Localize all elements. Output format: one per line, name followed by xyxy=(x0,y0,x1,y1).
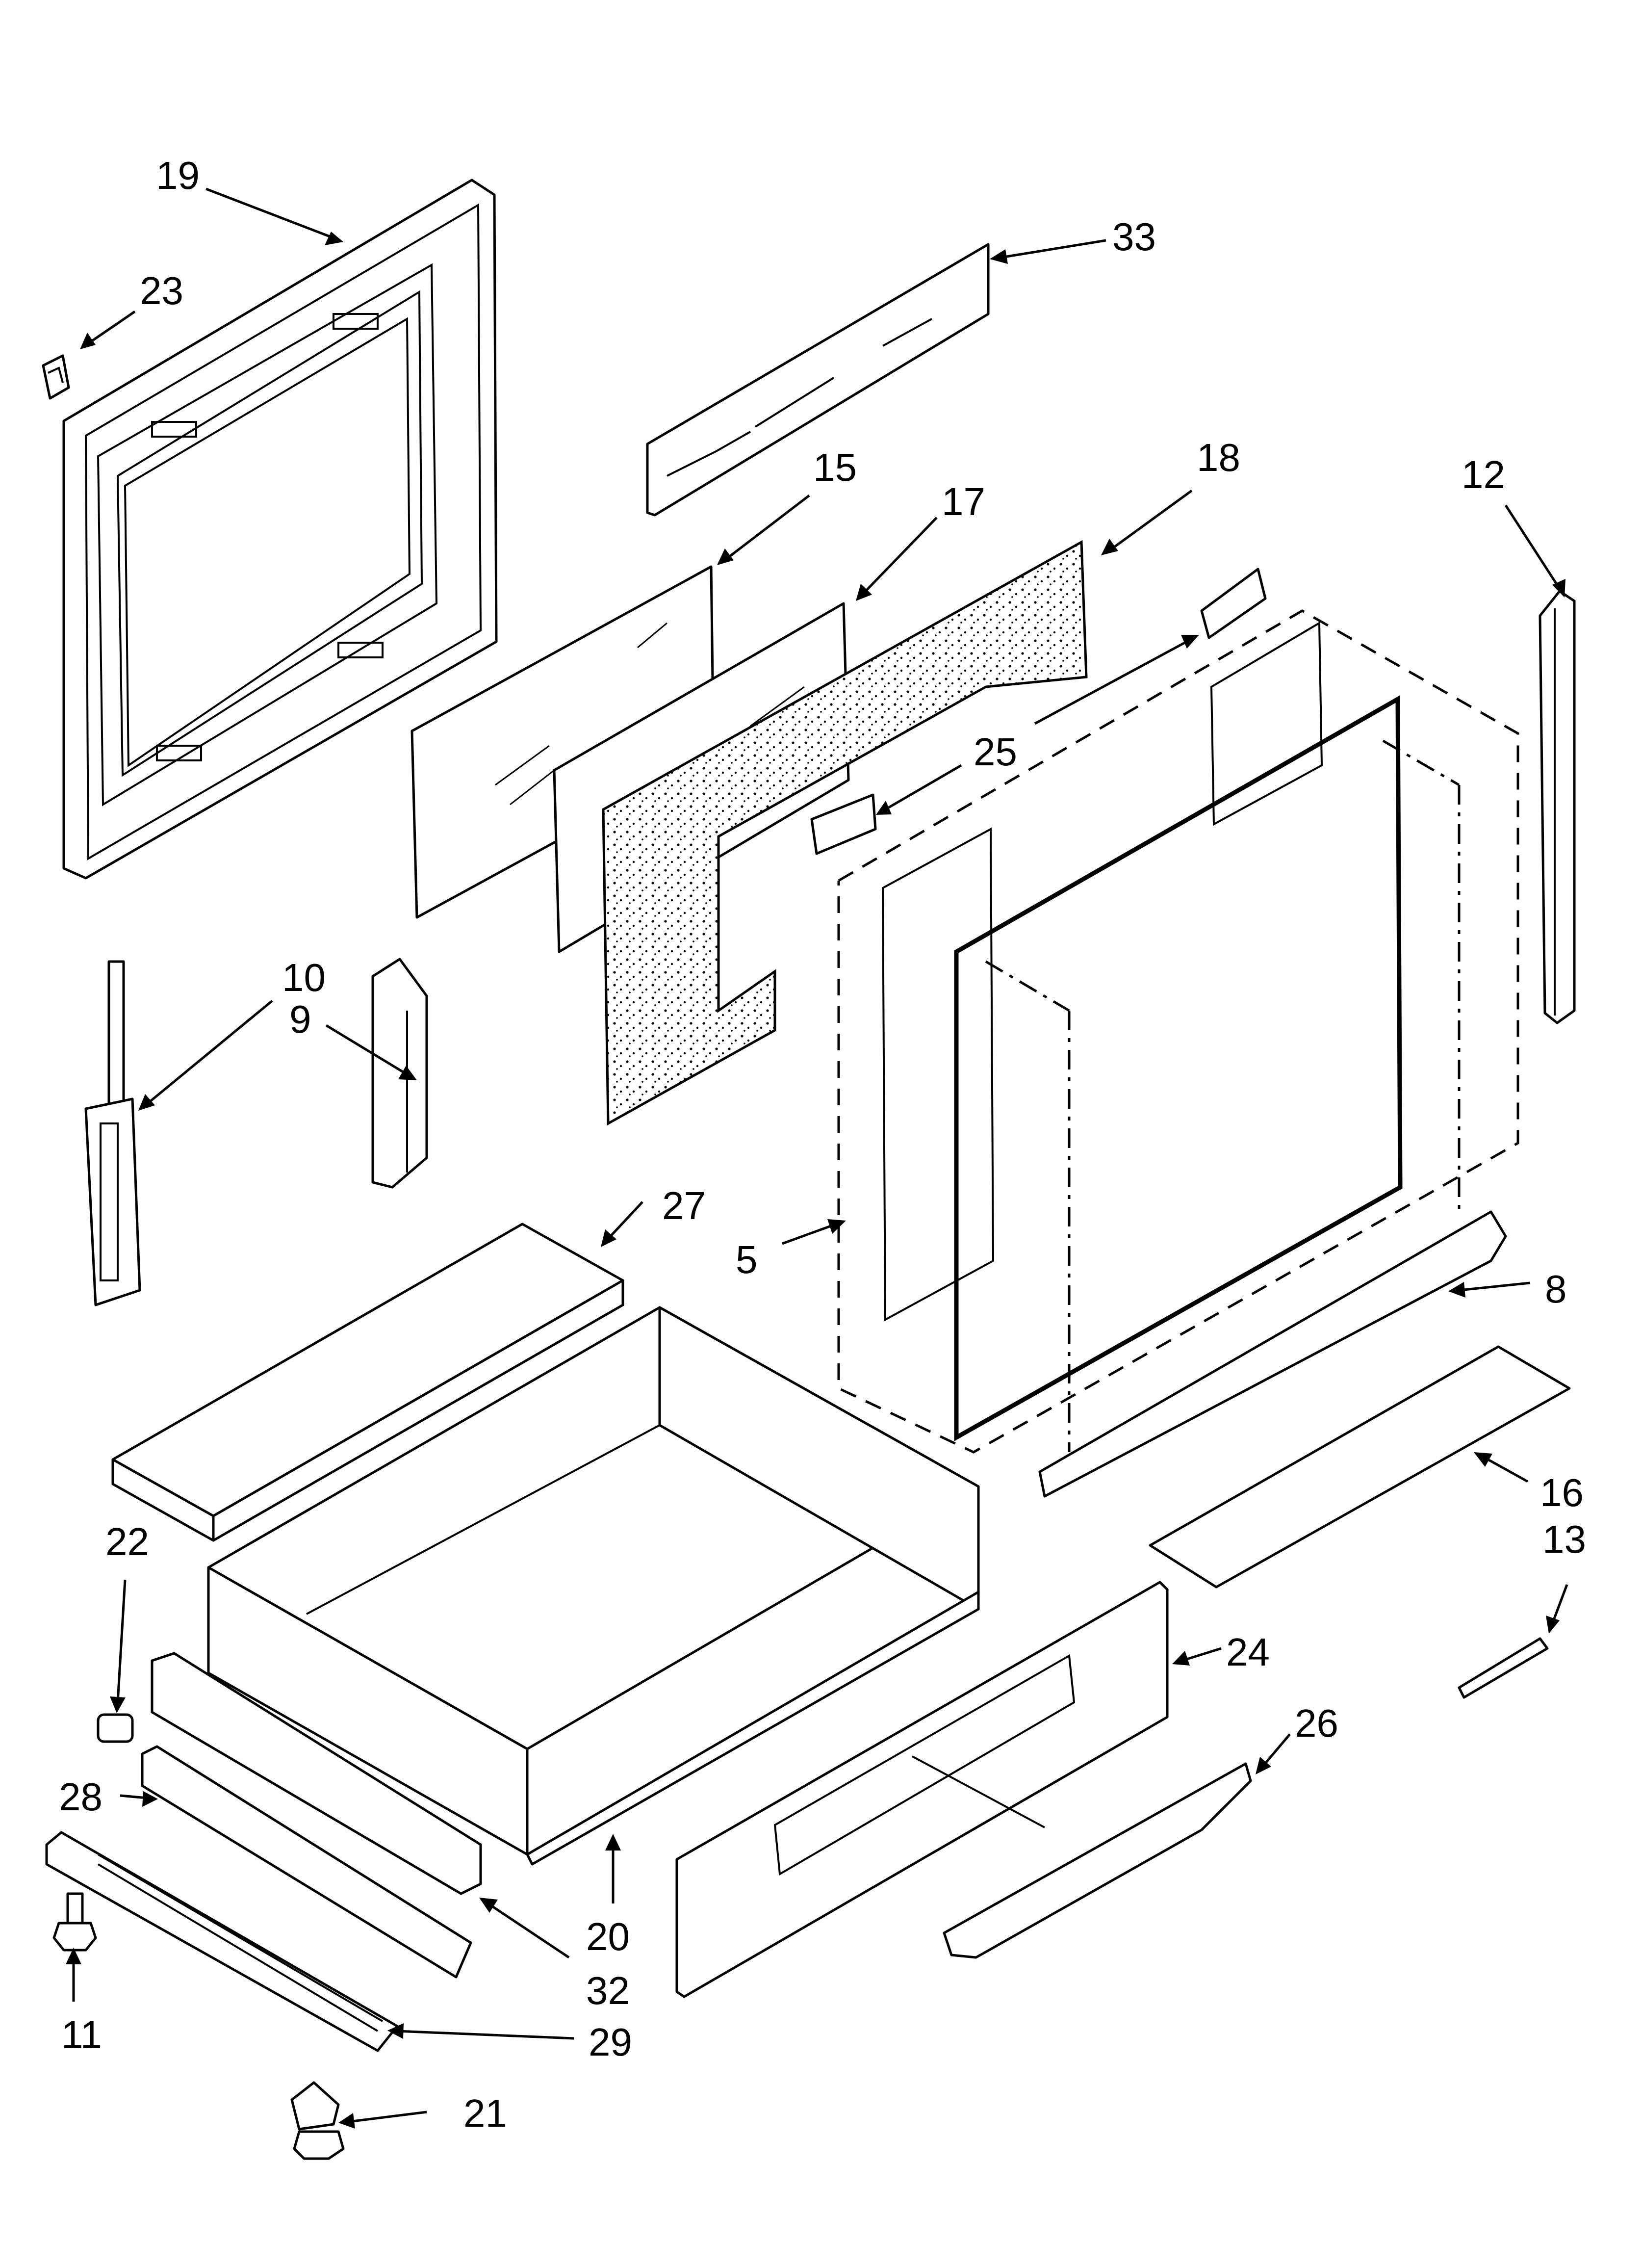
callout-10: 10 xyxy=(282,956,326,999)
part-door-stop-bracket xyxy=(371,958,428,1189)
part-oven-door-inner-frame xyxy=(62,179,498,880)
leader-24 xyxy=(1181,1647,1222,1662)
leader-10 xyxy=(146,1000,273,1105)
leader-19 xyxy=(205,187,334,239)
callout-20: 20 xyxy=(586,1915,630,1958)
leader-26 xyxy=(1262,1733,1291,1767)
part-leveling-leg xyxy=(52,1892,97,1952)
part-kick-panel xyxy=(1149,1345,1571,1589)
callout-29: 29 xyxy=(589,2020,632,2064)
leader-lines xyxy=(66,187,1568,2129)
part-vent-baffle xyxy=(646,243,990,517)
callout-9: 9 xyxy=(289,997,311,1041)
callout-17: 17 xyxy=(942,480,985,523)
callout-11: 11 xyxy=(61,2013,102,2057)
leader-27 xyxy=(607,1201,643,1240)
leader-29 xyxy=(397,2030,574,2040)
leader-23 xyxy=(87,310,136,345)
part-drawer-front xyxy=(675,1581,1169,1998)
callout-21: 21 xyxy=(463,2091,507,2135)
callout-24: 24 xyxy=(1226,1630,1270,1674)
callout-26: 26 xyxy=(1295,1701,1338,1745)
leader-13 xyxy=(1551,1584,1568,1624)
part-badge xyxy=(1458,1637,1549,1699)
part-door-bracket-upper xyxy=(1200,568,1267,639)
callout-15: 15 xyxy=(813,445,857,489)
part-storage-drawer xyxy=(207,1306,980,1866)
leader-9 xyxy=(325,1024,408,1076)
part-door-bracket-lower xyxy=(810,793,877,855)
callout-labels: 19 23 33 15 17 18 12 25 10 9 27 5 8 16 1… xyxy=(59,154,1586,2135)
leader-5 xyxy=(782,1223,837,1245)
callout-18: 18 xyxy=(1197,436,1240,479)
leader-8 xyxy=(1459,1281,1531,1292)
callout-32: 32 xyxy=(586,1969,630,2012)
part-drawer-rail-support xyxy=(151,1652,482,1895)
leader-15 xyxy=(725,495,810,560)
part-drawer-rail xyxy=(141,1745,472,1979)
leader-32 xyxy=(487,1902,570,1959)
part-drawer-handle xyxy=(943,1762,1252,1959)
leader-33 xyxy=(1000,239,1106,259)
callout-5: 5 xyxy=(736,1238,758,1281)
part-side-trim xyxy=(1539,590,1576,1024)
callout-33: 33 xyxy=(1112,215,1156,259)
leader-28 xyxy=(120,1794,148,1799)
callout-22: 22 xyxy=(105,1520,149,1564)
leader-17 xyxy=(862,517,938,595)
part-outer-door-assembly xyxy=(837,609,1519,1454)
part-leveling-leg-anti-tip xyxy=(290,2081,345,2160)
callout-19: 19 xyxy=(156,154,200,197)
callout-13: 13 xyxy=(1542,1517,1586,1561)
leader-21 xyxy=(348,2111,427,2123)
leader-12 xyxy=(1504,504,1561,590)
leader-25b xyxy=(884,764,962,811)
part-door-insulation xyxy=(602,540,1088,1126)
leader-25a xyxy=(1034,639,1190,725)
callout-12: 12 xyxy=(1462,453,1505,496)
callout-16: 16 xyxy=(1540,1471,1584,1514)
leader-22 xyxy=(116,1579,127,1703)
callout-25: 25 xyxy=(974,730,1017,774)
leader-18 xyxy=(1110,489,1193,551)
part-door-hinge xyxy=(84,960,141,1306)
callout-28: 28 xyxy=(59,1775,103,1819)
callout-23: 23 xyxy=(140,269,183,313)
callout-27: 27 xyxy=(662,1184,706,1227)
callout-8: 8 xyxy=(1545,1267,1567,1311)
leader-16 xyxy=(1483,1456,1529,1483)
part-drawer-slide xyxy=(45,1831,399,2052)
part-door-handle-trim xyxy=(1038,1210,1507,1498)
part-door-clip xyxy=(42,354,70,400)
part-drawer-roller xyxy=(97,1713,134,1743)
part-drawer-top-panel xyxy=(111,1223,624,1542)
